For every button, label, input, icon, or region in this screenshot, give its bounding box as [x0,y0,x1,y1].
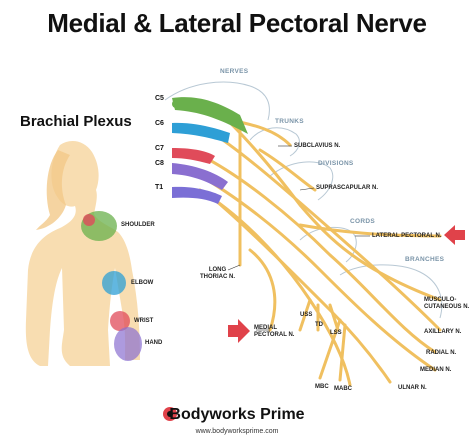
root-c8: C8 [155,160,164,167]
label-lateral-pectoral: LATERAL PECTORAL N. [372,233,442,239]
section-nerves: NERVES [220,68,249,75]
root-c5: C5 [155,95,164,102]
label-shoulder: SHOULDER [121,222,155,228]
body-illustration [25,140,140,366]
root-bundles [172,97,248,204]
section-trunks: TRUNKS [275,118,304,125]
section-cords: CORDS [350,218,375,225]
label-axillary: AXILLARY N. [424,329,462,335]
root-c6: C6 [155,120,164,127]
label-musculocutaneous: MUSCULO-CUTANEOUS N. [424,297,470,310]
brand-name: Bodyworks Prime [169,406,305,423]
label-ulnar: ULNAR N. [398,385,427,391]
shoulder-highlight [83,214,95,226]
diagram-subtitle: Brachial Plexus [20,113,132,130]
leader-lines [227,145,370,331]
label-uss: USS [300,312,313,318]
root-t1: T1 [155,184,164,191]
label-td: TD [315,322,323,328]
label-radial: RADIAL N. [426,350,457,356]
elbow-marker [102,271,126,295]
section-divisions: DIVISIONS [318,160,354,167]
wrist-marker [110,311,130,331]
brand-url: www.bodyworksprime.com [195,428,279,435]
root-c7: C7 [155,145,164,152]
label-mabc: MABC [334,386,352,392]
lateral-pectoral-arrow [444,225,465,245]
label-wrist: WRIST [134,318,154,324]
medial-pectoral-arrow [228,319,250,343]
label-hand: HAND [145,340,163,346]
label-elbow: ELBOW [131,280,154,286]
label-suprascapular: SUPRASCAPULAR N. [316,185,379,191]
section-branches: BRANCHES [405,256,445,263]
label-mbc: MBC [315,384,329,390]
label-median: MEDIAN N. [420,367,452,373]
label-subclavius: SUBCLAVIUS N. [294,143,341,149]
nerve-fibers [193,102,442,387]
label-lss: LSS [330,330,342,336]
page-title: Medial & Lateral Pectoral Nerve [47,8,427,38]
hand-marker [114,327,142,361]
